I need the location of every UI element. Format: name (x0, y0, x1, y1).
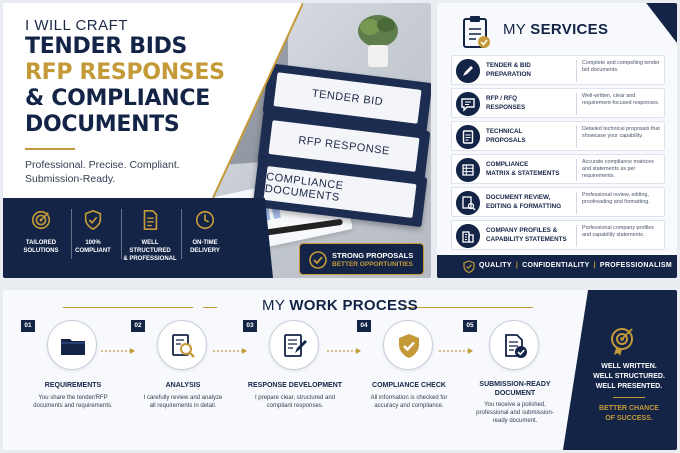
success-promo: WELL WRITTEN. WELL STRUCTURED. WELL PRES… (563, 290, 677, 450)
document-icon (143, 210, 158, 230)
title-rule-left-long (63, 307, 193, 308)
step-title: REQUIREMENTS (44, 382, 102, 389)
hero-panel: TENDER BID RFP RESPONSE COMPLIANCE DOCUM… (3, 3, 431, 278)
step-number: 02 (131, 320, 145, 332)
plant-image (358, 15, 398, 67)
target-icon (31, 210, 51, 230)
gold-accent-line (212, 3, 303, 199)
step-number: 05 (463, 320, 477, 332)
service-document-review: DOCUMENT REVIEW,EDITING & FORMATTING Pro… (451, 187, 665, 217)
dotted-arrow (213, 348, 247, 354)
matrix-icon (456, 158, 480, 182)
pen-icon (456, 59, 480, 83)
feature-divider (121, 209, 122, 259)
strong-proposals-badge: STRONG PROPOSALS BETTER OPPORTUNITIES (299, 243, 424, 275)
dotted-arrow (101, 348, 135, 354)
promo-of-success: OF SUCCESS. (605, 415, 653, 422)
building-icon (456, 224, 480, 248)
medal-target-icon (611, 328, 633, 356)
hero-line-rfp-responses: RFP RESPONSES (25, 60, 225, 85)
footer-quality: QUALITY (479, 262, 512, 269)
service-company-profiles: COMPANY PROFILES &CAPABILITY STATEMENTS … (451, 220, 665, 250)
dotted-arrow (327, 348, 361, 354)
clipboard-icon (456, 125, 480, 149)
clipboard-check-icon (463, 16, 490, 48)
hero-line-compliance: & COMPLIANCE (25, 86, 210, 111)
hero-headline: I WILL CRAFT TENDER BIDS RFP RESPONSES &… (25, 17, 225, 186)
step-number: 01 (21, 320, 35, 332)
process-title: MY WORK PROCESS (262, 297, 418, 314)
check-circle-icon (309, 251, 327, 269)
title-rule-right (403, 307, 533, 308)
feature-compliant: 100% COMPLIANT (67, 209, 119, 255)
feature-divider (181, 209, 182, 259)
feature-on-time: ON-TIME DELIVERY (179, 209, 231, 255)
doc-check-icon (505, 334, 527, 358)
feature-structured: WELL STRUCTURED & PROFESSIONAL (121, 209, 179, 263)
hero-line-tender-bids: TENDER BIDS (25, 34, 188, 59)
hero-kicker: I WILL CRAFT (25, 17, 128, 34)
step-title: RESPONSE DEVELOPMENT (247, 382, 343, 389)
services-footer: QUALITY|CONFIDENTIALITY|PROFESSIONALISM (437, 255, 677, 278)
folder-icon (61, 339, 85, 355)
shield-check-icon (399, 334, 419, 358)
feature-tailored: TAILORED SOLUTIONS (15, 209, 67, 255)
footer-professionalism: PROFESSIONALISM (599, 262, 673, 269)
promo-well-presented: WELL PRESENTED. (595, 383, 663, 390)
clock-icon (195, 210, 215, 230)
promo-well-structured: WELL STRUCTURED. (593, 373, 665, 380)
shield-check-icon (463, 260, 475, 273)
writing-icon (284, 334, 307, 357)
corner-accent (646, 3, 677, 43)
promo-divider (613, 397, 645, 398)
hero-line-documents: DOCUMENTS (25, 112, 180, 137)
step-description: You receive a polished,professional and … (476, 402, 554, 424)
step-title: COMPLIANCE CHECK (372, 382, 446, 389)
work-process-panel: MY WORK PROCESS 01 REQUIREMENTS You shar… (3, 290, 677, 450)
title-rule-left (203, 307, 217, 308)
hero-tagline-1: Professional. Precise. Compliant. (25, 159, 180, 171)
feature-divider (71, 209, 72, 259)
magnifier-icon (172, 334, 195, 358)
hero-tagline-2: Submission-Ready. (25, 173, 116, 185)
chat-icon (456, 92, 480, 116)
services-title: MY SERVICES (503, 21, 609, 38)
gold-divider (25, 148, 75, 150)
footer-confidentiality: CONFIDENTIALITY (522, 262, 590, 269)
step-title: ANALYSIS (165, 382, 201, 389)
shield-check-icon (84, 209, 102, 231)
step-number: 03 (243, 320, 257, 332)
promo-better-chance: BETTER CHANCE (599, 405, 659, 412)
dotted-arrow (439, 348, 473, 354)
promo-well-written: WELL WRITTEN. (601, 363, 657, 370)
step-number: 04 (357, 320, 371, 332)
feature-strip (3, 198, 273, 278)
review-icon (456, 191, 480, 215)
